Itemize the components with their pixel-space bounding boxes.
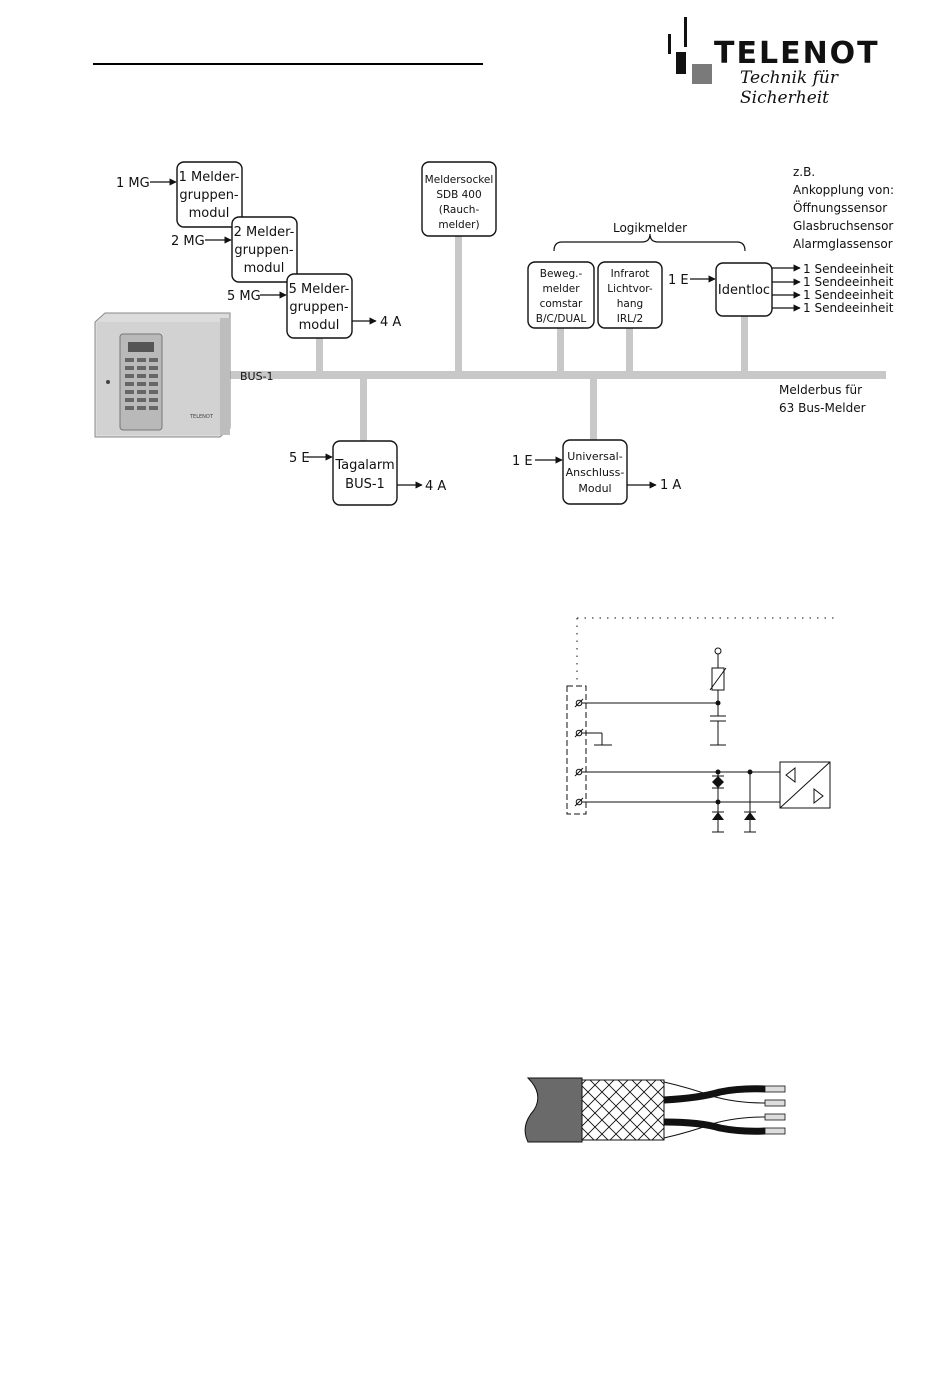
logik-label: Logikmelder xyxy=(613,221,687,235)
svg-text:Meldersockel: Meldersockel xyxy=(425,174,494,186)
mg2-text: 2 Melder- gruppen- modul xyxy=(234,225,295,276)
mg2-input: 2 MG xyxy=(171,234,205,249)
svg-text:modul: modul xyxy=(299,318,340,333)
svg-text:gruppen-: gruppen- xyxy=(289,300,349,315)
module-tagalarm xyxy=(332,440,398,506)
drop-identloc xyxy=(741,315,748,373)
tagalarm-input: 5 E xyxy=(289,451,310,466)
svg-text:melder): melder) xyxy=(438,219,479,231)
circuit-schematic xyxy=(566,617,835,833)
sendeeinheit-list: 1 Sendeeinheit 1 Sendeeinheit 1 Sendeein… xyxy=(803,262,894,315)
drop-mg5 xyxy=(316,338,323,373)
bus-diagram: TELENOT 1 Melder- gruppen- modul 2 Melde… xyxy=(94,161,894,506)
module-sdb xyxy=(421,161,497,237)
mg5-output: 4 A xyxy=(380,315,401,330)
identloc-text: Identloc xyxy=(718,283,770,298)
svg-text:z.B.: z.B. xyxy=(793,165,815,179)
header-rule xyxy=(93,63,483,65)
svg-text:melder: melder xyxy=(542,283,580,295)
mg1-input: 1 MG xyxy=(116,176,150,191)
svg-text:Ankopplung von:: Ankopplung von: xyxy=(793,183,894,197)
svg-text:Tagalarm: Tagalarm xyxy=(334,458,394,473)
svg-text:gruppen-: gruppen- xyxy=(234,243,294,258)
universal-text: Universal- Anschluss- Modul xyxy=(566,450,625,495)
mg1-text: 1 Melder- gruppen- modul xyxy=(179,170,240,221)
svg-text:BUS-1: BUS-1 xyxy=(345,477,385,492)
panel-label: TELENOT xyxy=(189,414,214,420)
svg-text:1 Sendeeinheit: 1 Sendeeinheit xyxy=(803,275,894,289)
svg-text:1 Sendeeinheit: 1 Sendeeinheit xyxy=(803,262,894,276)
drop-tagalarm xyxy=(360,377,367,442)
svg-text:Melderbus für: Melderbus für xyxy=(779,383,862,397)
module-identloc xyxy=(715,262,773,317)
drop-irl xyxy=(626,327,633,373)
drop-sdb xyxy=(455,235,462,373)
svg-text:Glasbruchsensor: Glasbruchsensor xyxy=(793,219,893,233)
module-mg2 xyxy=(231,216,298,283)
module-mg1 xyxy=(176,161,243,228)
svg-text:63 Bus-Melder: 63 Bus-Melder xyxy=(779,401,866,415)
svg-text:2 Melder-: 2 Melder- xyxy=(234,225,295,240)
identloc-input: 1 E xyxy=(668,273,689,288)
telenot-logo: TELENOT Technik für Sicherheit xyxy=(664,14,924,108)
svg-text:Beweg.-: Beweg.- xyxy=(540,268,583,280)
svg-text:Öffnungssensor: Öffnungssensor xyxy=(793,199,887,215)
svg-text:(Rauch-: (Rauch- xyxy=(439,204,480,216)
brand-name: TELENOT xyxy=(714,36,880,71)
control-panel: TELENOT xyxy=(94,312,231,438)
universal-output: 1 A xyxy=(660,478,681,493)
logo-mark-icon xyxy=(668,17,712,84)
svg-text:Universal-: Universal- xyxy=(567,450,622,463)
svg-text:Infrarot: Infrarot xyxy=(611,268,650,280)
bus-label: BUS-1 xyxy=(240,370,274,383)
irl-text: Infrarot Lichtvor- hang IRL/2 xyxy=(607,268,653,325)
svg-text:Anschluss-: Anschluss- xyxy=(566,466,625,479)
svg-text:gruppen-: gruppen- xyxy=(179,188,239,203)
note-text: z.B. Ankopplung von: Öffnungssensor Glas… xyxy=(793,165,894,251)
tagalarm-output: 4 A xyxy=(425,479,446,494)
drop-universal xyxy=(590,377,597,441)
svg-text:IRL/2: IRL/2 xyxy=(617,313,643,325)
logik-brace xyxy=(553,233,746,252)
svg-text:B/C/DUAL: B/C/DUAL xyxy=(536,313,587,325)
svg-text:5 Melder-: 5 Melder- xyxy=(289,282,350,297)
module-motion xyxy=(527,261,595,329)
svg-text:Alarmglassensor: Alarmglassensor xyxy=(793,237,893,251)
svg-text:Modul: Modul xyxy=(578,482,611,495)
svg-text:1 Sendeeinheit: 1 Sendeeinheit xyxy=(803,301,894,315)
svg-text:1 Melder-: 1 Melder- xyxy=(179,170,240,185)
brand-tagline: Technik für Sicherheit xyxy=(740,68,839,108)
svg-text:modul: modul xyxy=(189,206,230,221)
mg5-text: 5 Melder- gruppen- modul xyxy=(289,282,350,333)
motion-text: Beweg.- melder comstar B/C/DUAL xyxy=(536,268,587,325)
module-mg5 xyxy=(286,273,353,339)
mg5-input: 5 MG xyxy=(227,289,261,304)
svg-text:1 Sendeeinheit: 1 Sendeeinheit xyxy=(803,288,894,302)
tagalarm-text: Tagalarm BUS-1 xyxy=(334,458,394,492)
bus-line xyxy=(228,371,886,379)
cable-illustration xyxy=(524,1077,786,1143)
drop-motion xyxy=(557,327,564,373)
module-universal xyxy=(562,439,628,505)
svg-text:modul: modul xyxy=(244,261,285,276)
svg-text:comstar: comstar xyxy=(540,298,583,310)
module-irl xyxy=(597,261,663,329)
bus-note: Melderbus für 63 Bus-Melder xyxy=(779,383,866,415)
universal-input: 1 E xyxy=(512,454,533,469)
sdb-text: Meldersockel SDB 400 (Rauch- melder) xyxy=(425,174,494,231)
svg-text:SDB 400: SDB 400 xyxy=(436,189,481,201)
svg-text:hang: hang xyxy=(617,298,643,310)
svg-text:Lichtvor-: Lichtvor- xyxy=(607,283,653,295)
